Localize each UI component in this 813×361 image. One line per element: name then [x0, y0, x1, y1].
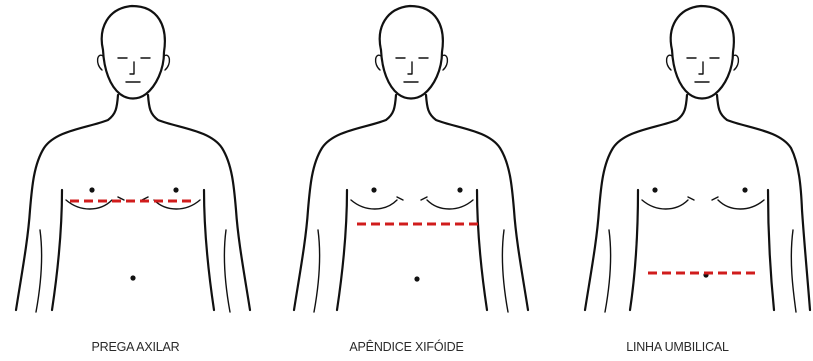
caption-prega-axilar: PREGA AXILAR — [0, 340, 271, 354]
torso-figure — [0, 0, 271, 361]
torso-figure — [542, 0, 813, 361]
torso-figure — [271, 0, 542, 361]
caption-apendice-xifoide: APÊNDICE XIFÓIDE — [271, 340, 542, 354]
caption-linha-umbilical: LINHA UMBILICAL — [542, 340, 813, 354]
panel-apendice-xifoide: APÊNDICE XIFÓIDE — [271, 0, 542, 361]
torso-outline — [294, 6, 528, 312]
torso-outline — [16, 6, 250, 312]
panel-prega-axilar: PREGA AXILAR — [0, 0, 271, 361]
torso-outline — [585, 6, 810, 312]
panel-linha-umbilical: LINHA UMBILICAL — [542, 0, 813, 361]
